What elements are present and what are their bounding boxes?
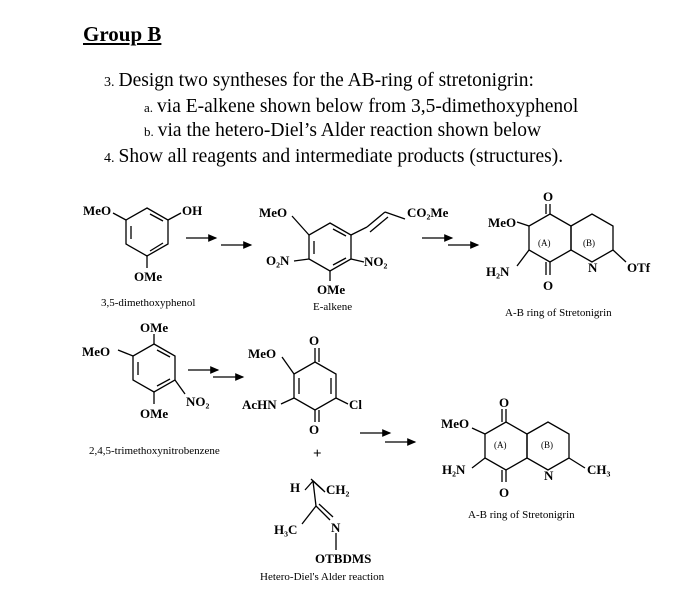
azadiene-structure xyxy=(301,478,337,550)
question-3a: a. via E-alkene shown below from 3,5-dim… xyxy=(144,96,578,118)
diene-otbdms-label: OTBDMS xyxy=(315,551,371,566)
product2-h2n-label: H₂N xyxy=(442,462,466,477)
phenol-caption: 3,5-dimethoxyphenol xyxy=(101,297,195,309)
nitro-meo-label: MeO xyxy=(82,344,110,359)
product1-otf-label: OTf xyxy=(627,260,651,275)
product2-o-bottom-label: O xyxy=(499,485,509,500)
item-text: via the hetero-Diel’s Alder reaction sho… xyxy=(157,120,542,141)
product2-ring-a-label: (A) xyxy=(494,440,507,450)
product2-o-top-label: O xyxy=(499,395,509,410)
nitrobenzene-structure xyxy=(117,334,186,404)
alkene-caption: E-alkene xyxy=(313,301,352,313)
product1-n-label: N xyxy=(588,260,598,275)
question-text: Show all reagents and intermediate produ… xyxy=(118,146,564,167)
question-4: 4. Show all reagents and intermediate pr… xyxy=(104,146,563,168)
item-letter: a. xyxy=(144,100,154,115)
question-number: 4. xyxy=(104,151,115,166)
e-alkene-structure xyxy=(291,211,406,281)
question-number: 3. xyxy=(104,75,115,90)
product1-h2n-label: H₂N xyxy=(486,264,510,279)
item-letter: b. xyxy=(144,124,154,139)
phenol-oh-label: OH xyxy=(182,203,202,218)
nitro-ome-top-label: OMe xyxy=(140,320,168,335)
question-text: Design two syntheses for the AB-ring of … xyxy=(118,70,534,91)
plus-sign: + xyxy=(313,446,322,462)
question-3: 3. Design two syntheses for the AB-ring … xyxy=(104,70,534,92)
phenol-ome-label: OMe xyxy=(134,269,162,284)
quinone-meo-label: MeO xyxy=(248,346,276,361)
phenol-structure xyxy=(112,207,182,268)
product2-meo-label: MeO xyxy=(441,416,469,431)
nitro-ome-bottom-label: OMe xyxy=(140,406,168,421)
product2-ch3-label: CH₃ xyxy=(587,462,611,477)
product2-caption: A-B ring of Stretonigrin xyxy=(468,509,575,521)
alkene-meo-label: MeO xyxy=(259,205,287,220)
quinone-achn-label: AcHN xyxy=(242,397,277,412)
alkene-co2me-label: CO₂Me xyxy=(407,205,449,220)
product1-caption: A-B ring of Stretonigrin xyxy=(505,307,612,319)
alkene-ome-label: OMe xyxy=(317,282,345,297)
item-text: via E-alkene shown below from 3,5-dimeth… xyxy=(157,96,579,117)
diene-n-label: N xyxy=(331,520,341,535)
product1-o-bottom-label: O xyxy=(543,278,553,293)
product2-ring-b-label: (B) xyxy=(541,440,553,450)
nitro-caption: 2,4,5-trimethoxynitrobenzene xyxy=(89,445,220,457)
question-3b: b. via the hetero-Diel’s Alder reaction … xyxy=(144,120,541,142)
nitro-no2-label: NO₂ xyxy=(186,394,210,409)
product1-meo-label: MeO xyxy=(488,215,516,230)
quinone-o-top-label: O xyxy=(309,333,319,348)
phenol-meo-label: MeO xyxy=(83,203,111,218)
alkene-no2-label: NO₂ xyxy=(364,254,388,269)
product1-o-top-label: O xyxy=(543,189,553,204)
alkene-o2n-label: O₂N xyxy=(266,253,290,268)
diene-h3c-label: H₃C xyxy=(274,522,297,537)
ab-ring-product-1 xyxy=(516,204,627,275)
ab-ring-product-2 xyxy=(471,409,586,482)
quinone-structure xyxy=(280,348,349,422)
diene-h-label: H xyxy=(290,480,300,495)
quinone-o-bottom-label: O xyxy=(309,422,319,437)
product2-n-label: N xyxy=(544,468,554,483)
product1-ring-b-label: (B) xyxy=(583,238,595,248)
diene-caption: Hetero-Diel's Alder reaction xyxy=(260,571,385,583)
section-heading: Group B xyxy=(83,22,162,46)
diene-ch2-label: CH₂ xyxy=(326,482,350,497)
product1-ring-a-label: (A) xyxy=(538,238,551,248)
quinone-cl-label: Cl xyxy=(349,397,362,412)
